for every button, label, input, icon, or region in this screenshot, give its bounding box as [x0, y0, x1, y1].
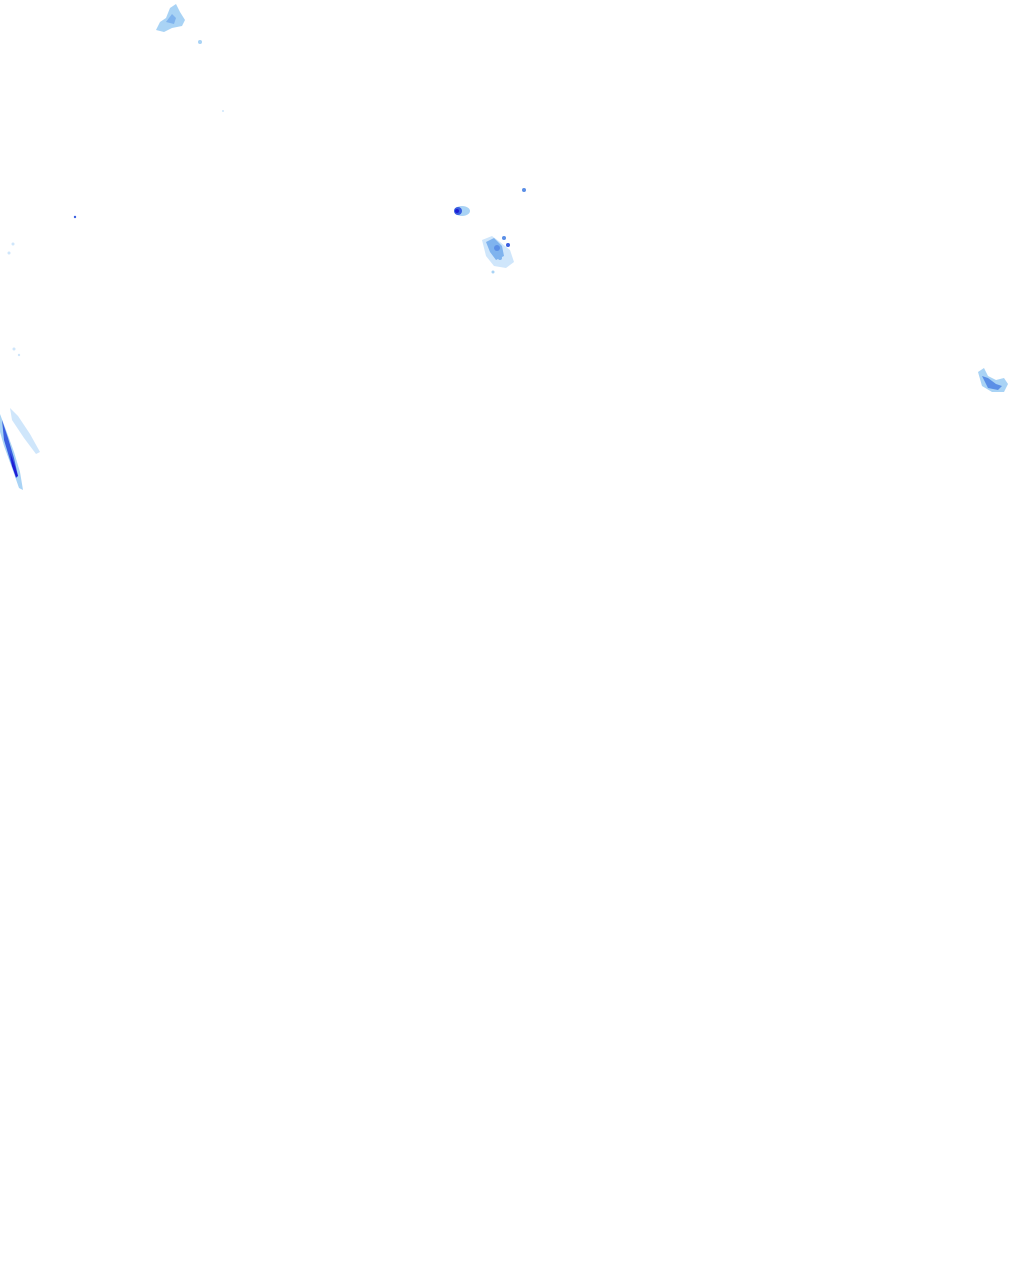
echo-dot: [491, 270, 495, 274]
echo-dot: [73, 215, 77, 219]
echo-blob: [982, 376, 1002, 390]
echo-cluster-top-left: [156, 4, 224, 112]
echo-cluster-left-edge-speckles: [7, 242, 21, 357]
echo-dot: [222, 110, 224, 112]
echo-cluster-center-scatter: [482, 236, 514, 274]
echo-dot: [506, 243, 510, 247]
echo-cluster-center-right-dot: [73, 188, 526, 219]
echo-dot: [12, 347, 16, 351]
echo-core: [455, 209, 459, 213]
echo-dot: [17, 353, 21, 357]
echo-dot: [522, 188, 526, 192]
echo-dot: [11, 242, 15, 246]
echo-dot: [498, 256, 502, 260]
echo-streak: [10, 408, 40, 454]
echo-dot: [502, 236, 506, 240]
echo-cluster-right-edge-crescent: [978, 368, 1008, 392]
echo-cluster-center-small: [454, 206, 470, 216]
echo-cluster-left-edge-streak: [0, 408, 40, 490]
echo-dot: [7, 251, 11, 255]
echo-dot: [198, 40, 202, 44]
echo-dot: [494, 245, 500, 251]
echo-blob: [166, 14, 176, 24]
echo-streak-core: [10, 452, 18, 477]
